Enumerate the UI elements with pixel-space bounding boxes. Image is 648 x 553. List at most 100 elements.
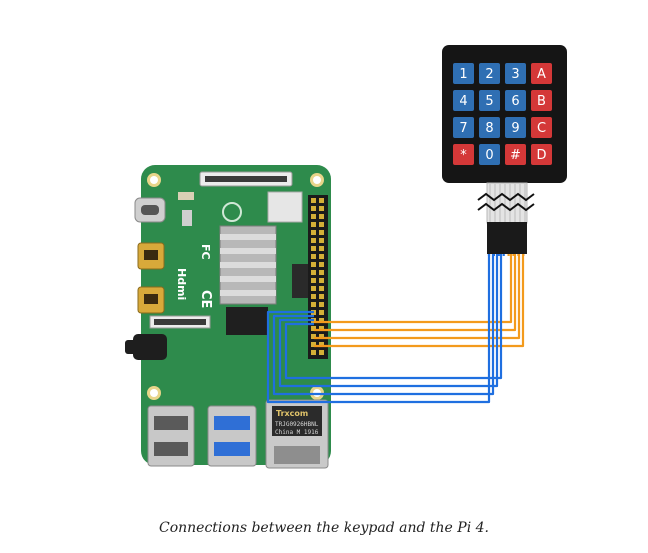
keypad-key-0[interactable] xyxy=(479,144,500,165)
ribbon-cable xyxy=(486,182,528,224)
gpio-pin xyxy=(319,214,324,219)
keypad-key-3[interactable] xyxy=(505,63,526,84)
keypad-key-label: # xyxy=(510,148,521,163)
gpio-pin xyxy=(311,286,316,291)
gpio-pin xyxy=(311,262,316,267)
keypad-key-label: 2 xyxy=(485,67,493,82)
gpio-pin xyxy=(311,214,316,219)
keypad-key-9[interactable] xyxy=(505,117,526,138)
keypad-key-label: 7 xyxy=(459,121,467,136)
gpio-pin xyxy=(319,270,324,275)
gpio-pin xyxy=(311,254,316,259)
gpio-pin xyxy=(319,342,324,347)
gpio-header xyxy=(308,195,328,359)
fc-mark: FC xyxy=(199,244,212,260)
wire-orange xyxy=(314,254,521,340)
keypad-key-label: C xyxy=(537,121,546,136)
wire-blue xyxy=(278,254,499,388)
keypad-key-d[interactable] xyxy=(531,144,552,165)
gpio-pin xyxy=(319,350,324,355)
keypad-key-1[interactable] xyxy=(453,63,474,84)
keypad-key-2[interactable] xyxy=(479,63,500,84)
gpio-pin xyxy=(319,230,324,235)
keypad-key-label: * xyxy=(460,148,467,163)
wire-orange xyxy=(314,254,525,348)
keypad-key-label: B xyxy=(537,94,546,109)
wire-blue xyxy=(266,254,491,404)
keypad-key-label: A xyxy=(537,67,546,82)
gpio-pin xyxy=(319,318,324,323)
gpio-pin xyxy=(319,246,324,251)
gpio-pin xyxy=(311,238,316,243)
gpio-pin xyxy=(311,342,316,347)
wiring-diagram: Hdmi FC CE xyxy=(125,45,567,469)
keypad-key-label: D xyxy=(536,148,546,163)
gpio-pin xyxy=(311,302,316,307)
gpio-pin xyxy=(319,302,324,307)
gpio-pin xyxy=(311,222,316,227)
ram-module xyxy=(226,307,268,335)
gpio-pin xyxy=(319,238,324,243)
usb3-port xyxy=(207,405,257,467)
keypad-key-5[interactable] xyxy=(479,90,500,111)
keypad-key-label: 6 xyxy=(511,94,519,109)
gpio-pin xyxy=(319,262,324,267)
gpio-pin xyxy=(319,286,324,291)
ram-chip-brand: Trxcom xyxy=(276,409,308,418)
gpio-pin xyxy=(319,310,324,315)
wire-orange xyxy=(314,254,517,332)
hdmi-logo: Hdmi xyxy=(175,268,188,300)
keypad-key-star[interactable] xyxy=(453,144,474,165)
gpio-pin xyxy=(311,326,316,331)
keypad-key-label: 9 xyxy=(511,121,519,136)
gpio-pin xyxy=(311,230,316,235)
keypad-key-8[interactable] xyxy=(479,117,500,138)
ethernet-port: Trxcom TRJG0926HBNL China M 1916 xyxy=(265,399,329,469)
wire-orange xyxy=(314,254,513,324)
keypad-connector xyxy=(487,222,527,254)
gpio-pin xyxy=(319,334,324,339)
keypad-key-a[interactable] xyxy=(531,63,552,84)
raspberry-pi-board: Hdmi FC CE xyxy=(125,165,331,469)
gpio-pin xyxy=(311,246,316,251)
keypad-key-6[interactable] xyxy=(505,90,526,111)
gpio-pin xyxy=(319,198,324,203)
keypad-key-label: 0 xyxy=(485,148,493,163)
keypad-key-label: 3 xyxy=(511,67,519,82)
gpio-pin xyxy=(319,278,324,283)
gpio-pin xyxy=(311,270,316,275)
keypad-key-label: 1 xyxy=(459,67,467,82)
gpio-pin xyxy=(311,334,316,339)
wire-blue xyxy=(272,254,495,396)
figure-caption: Connections between the keypad and the P… xyxy=(158,520,489,536)
usb2-port xyxy=(147,405,195,467)
gpio-pin xyxy=(311,350,316,355)
ce-mark: CE xyxy=(198,290,213,308)
keypad-key-4[interactable] xyxy=(453,90,474,111)
keypad-key-label: 8 xyxy=(485,121,493,136)
gpio-pin xyxy=(319,326,324,331)
audio-jack xyxy=(133,334,167,360)
gpio-pin xyxy=(319,294,324,299)
gpio-pin xyxy=(311,198,316,203)
gpio-pin xyxy=(319,222,324,227)
keypad-key-c[interactable] xyxy=(531,117,552,138)
keypad: 1 2 3 A 4 5 6 B 7 8 9 C * 0 # D xyxy=(442,45,567,254)
keypad-key-hash[interactable] xyxy=(505,144,526,165)
cable-break-mark xyxy=(477,192,535,202)
gpio-pin xyxy=(311,278,316,283)
keypad-key-b[interactable] xyxy=(531,90,552,111)
ram-chip-model: TRJG0926HBNL xyxy=(275,421,319,428)
keypad-key-label: 5 xyxy=(485,94,493,109)
wire-blue xyxy=(284,254,503,380)
gpio-pin xyxy=(319,254,324,259)
raspberry-logo xyxy=(222,202,242,222)
gpio-pin xyxy=(311,206,316,211)
gpio-pin xyxy=(311,294,316,299)
wifi-shield xyxy=(267,191,303,223)
keypad-key-label: 4 xyxy=(459,94,467,109)
heatsink xyxy=(219,225,277,305)
ram-chip-origin: China M 1916 xyxy=(275,429,319,436)
keypad-key-7[interactable] xyxy=(453,117,474,138)
